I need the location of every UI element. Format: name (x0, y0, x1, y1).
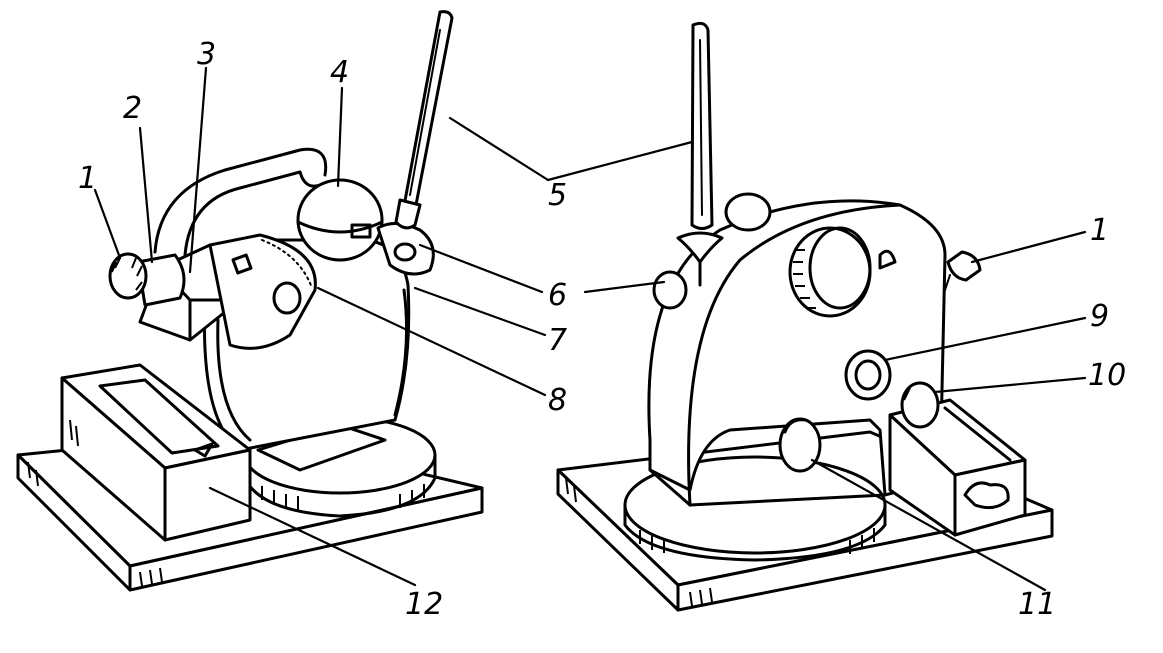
callout-left-7: 7 (548, 323, 567, 358)
right-thermometer (676, 21, 724, 287)
right-window-box (888, 381, 1027, 537)
right-instrument (556, 21, 1054, 612)
callout-right-11: 11 (1018, 587, 1056, 622)
left-instrument (16, 10, 484, 592)
leader-left-12 (208, 486, 417, 587)
right-small-pin (944, 250, 982, 291)
leader-left-8 (316, 286, 547, 397)
callout-labels: 1 2 3 4 5 6 7 8 12 1 9 10 11 (78, 37, 1126, 622)
callout-left-8: 8 (548, 383, 567, 418)
callout-right-10: 10 (1088, 358, 1126, 393)
right-back-knob (724, 192, 772, 232)
left-eyepiece (108, 252, 186, 307)
leader-right-1 (970, 230, 1087, 264)
leader-left-1 (93, 188, 122, 260)
callout-left-12: 12 (405, 587, 443, 622)
callout-left-3: 3 (197, 37, 216, 72)
callout-right-9: 9 (1090, 299, 1109, 334)
right-lower-knob (778, 417, 822, 473)
callout-left-2: 2 (123, 91, 142, 126)
leader-right-11 (810, 458, 1047, 592)
leader-left-7 (413, 286, 547, 337)
leader-left-6 (418, 243, 544, 294)
left-graduated-drum (208, 233, 317, 350)
callout-left-6: 6 (548, 278, 567, 313)
leader-lines (93, 66, 1087, 592)
leader-right-6 (583, 280, 666, 294)
callout-left-5: 5 (548, 178, 567, 213)
leader-left-3 (188, 66, 208, 274)
right-large-knob (788, 226, 897, 318)
callout-left-4: 4 (330, 55, 349, 90)
callout-right-1: 1 (1090, 213, 1109, 248)
right-side-knob (652, 270, 688, 310)
left-thermometer (394, 10, 454, 230)
right-ring (844, 349, 892, 401)
left-window-box (60, 363, 252, 542)
left-prism-head (296, 178, 435, 276)
leader-5b (546, 140, 694, 182)
leader-left-2 (138, 126, 154, 264)
leader-right-9 (883, 316, 1087, 362)
leader-left-4 (336, 86, 344, 188)
leader-5a (448, 116, 550, 182)
callout-left-1: 1 (78, 161, 97, 196)
leader-right-10 (933, 376, 1087, 394)
